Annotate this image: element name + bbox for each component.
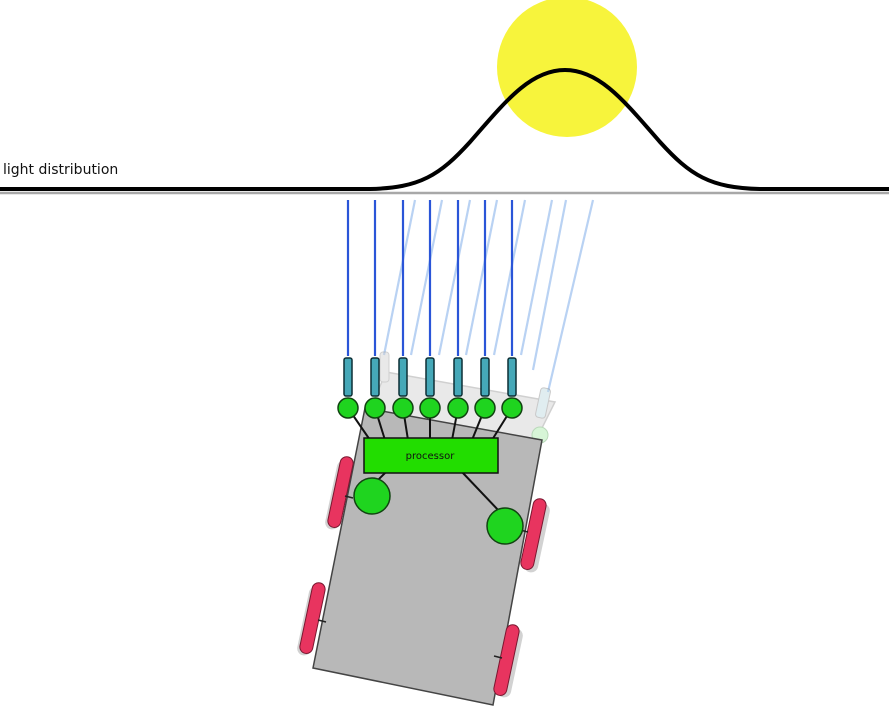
ghost-ray [437,199,472,356]
sensor-node [501,397,523,419]
processor-label: processor [406,451,456,462]
light-sensor-icon [480,357,490,397]
light-distribution-label: light distribution [3,162,118,178]
wheels [299,456,547,696]
ghost-ray [531,199,568,371]
ghost-ray [409,199,444,356]
wheel-icon [493,624,520,696]
sensor-node [447,397,469,419]
right-motor [486,507,524,545]
light-distribution-curve [0,67,889,191]
light-sensor-icon [453,357,463,397]
active-rays [346,200,514,356]
wheel-icon [520,498,547,570]
sensor-nodes [337,397,523,419]
ghost-ray [546,199,595,393]
sensors [343,357,517,397]
ghost-ray [492,199,527,356]
sensor-node [364,397,386,419]
processor-box [363,437,499,474]
ghost-ray [464,199,499,356]
light-sensor-icon [343,357,353,397]
ghost-ray [382,199,417,356]
ghost-ray [519,199,554,356]
sensor-node [474,397,496,419]
light-sensor-icon [398,357,408,397]
left-motor [353,477,391,515]
ghost-rays [382,199,595,393]
light-sensor-icon [507,357,517,397]
light-sensor-icon [370,357,380,397]
light-sensor-icon [425,357,435,397]
wheel-icon [327,456,354,528]
sensor-node [337,397,359,419]
sensor-node [419,397,441,419]
sensor-node [392,397,414,419]
